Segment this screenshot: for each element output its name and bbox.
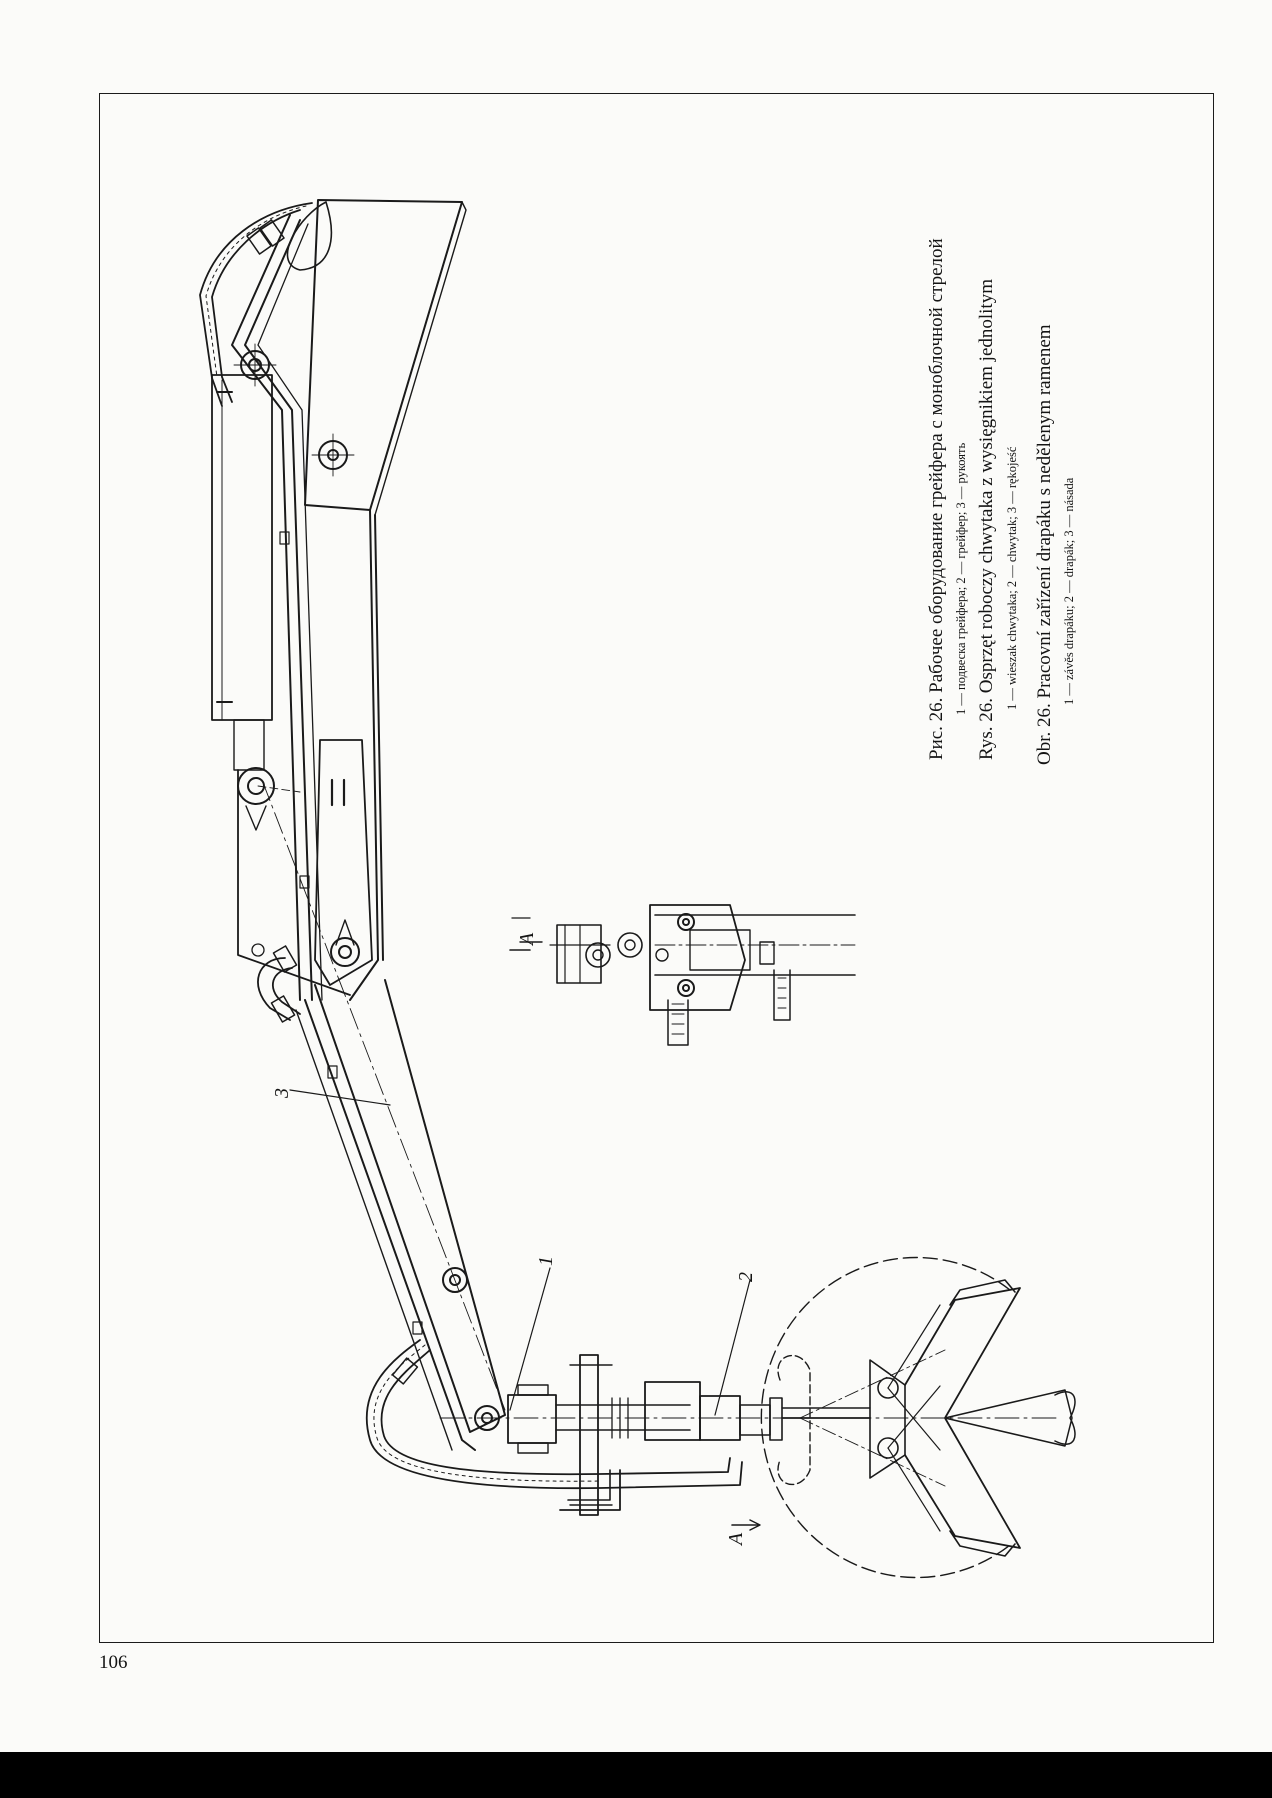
part-label-1: 1 xyxy=(535,1256,557,1266)
part-label-3: 3 xyxy=(271,1088,293,1099)
boom-arm xyxy=(211,214,384,1001)
scan-bottom-band xyxy=(0,1752,1272,1798)
callouts xyxy=(289,941,761,1531)
suspension-unit xyxy=(439,1354,1061,1516)
caption-title-cs: Obr. 26. Pracovní zařízení drapáku s ned… xyxy=(1034,324,1055,765)
caption-legend-cs: 1 — závěs drapáku; 2 — drapák; 3 — násad… xyxy=(1062,477,1076,705)
caption-title-pl: Rys. 26. Osprzęt roboczy chwytaka z wysi… xyxy=(976,279,997,760)
view-marker-a: A xyxy=(725,1532,747,1547)
grab-bucket xyxy=(760,1256,1076,1579)
section-label-a: A xyxy=(516,932,538,947)
part-label-2: 2 xyxy=(735,1272,757,1282)
top-hose xyxy=(199,202,313,407)
middle-hose xyxy=(257,945,301,1023)
drawing-frame xyxy=(99,93,1214,1643)
page-number: 106 xyxy=(99,1652,128,1673)
section-view-a xyxy=(509,904,856,1046)
caption-title-ru: Рис. 26. Рабочее оборудование грейфера с… xyxy=(926,238,947,760)
caption-legend-pl: 1 — wieszak chwytaka; 2 — chwytak; 3 — r… xyxy=(1005,446,1019,710)
caption-legend-ru: 1 — подвеска грейфера; 2 — грейфер; 3 — … xyxy=(954,442,968,715)
lower-hose xyxy=(365,1339,743,1511)
